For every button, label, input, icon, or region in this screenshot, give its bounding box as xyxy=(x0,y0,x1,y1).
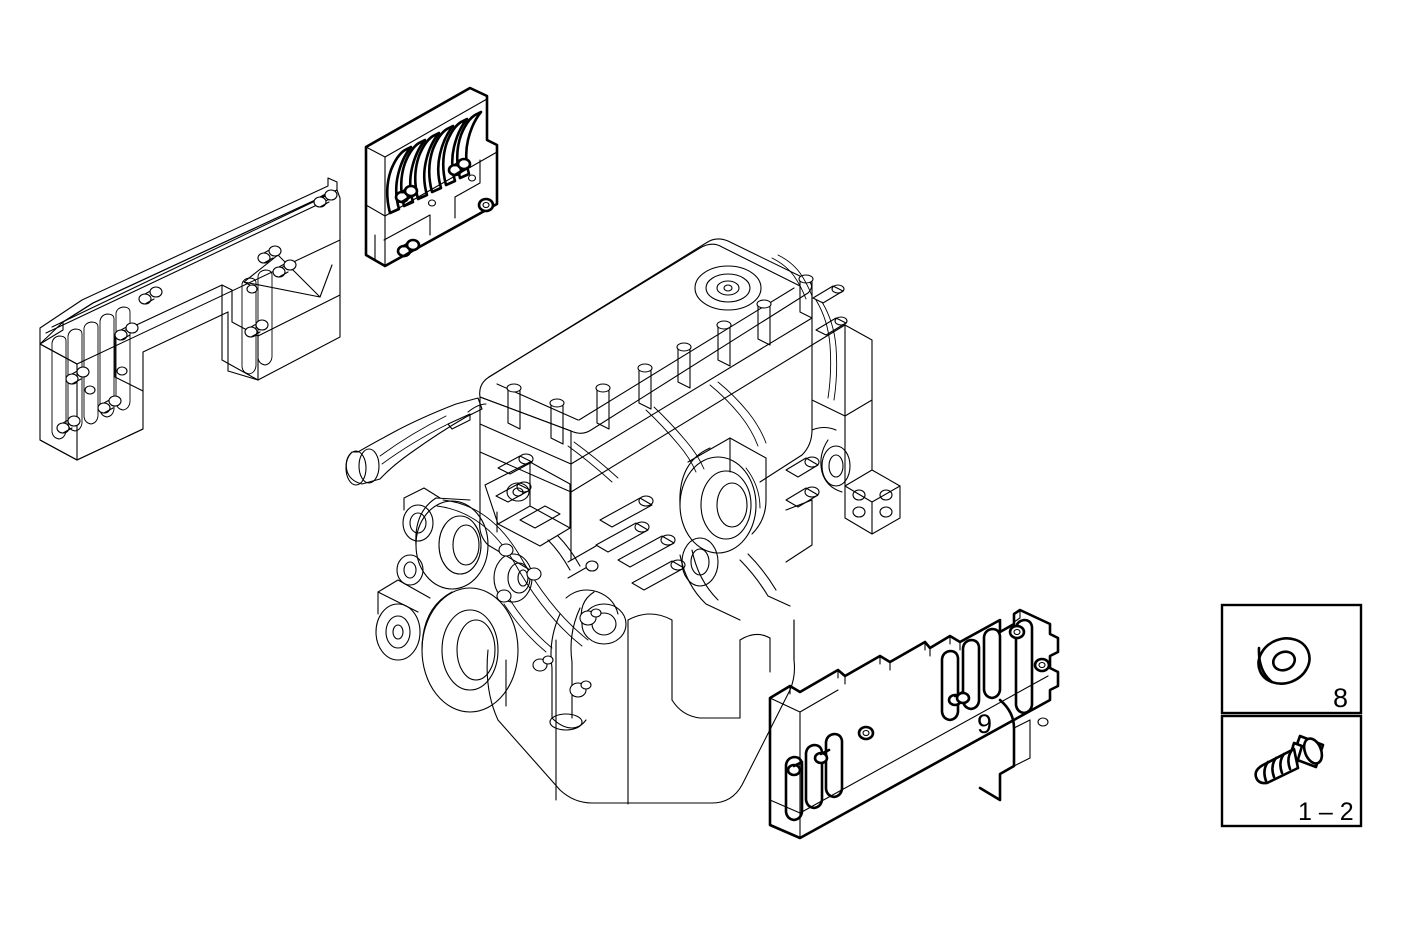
hardware-legend-box: 8 1 – 2 xyxy=(1220,603,1363,828)
turbocharger xyxy=(679,437,767,554)
mounting-stud xyxy=(477,197,495,213)
crankshaft-pulley xyxy=(421,587,519,713)
callout-label-9: 9 xyxy=(977,709,992,739)
injector xyxy=(798,274,814,319)
mounting-stud xyxy=(257,245,282,264)
water-pump-pulley xyxy=(415,497,489,590)
mounting-stud xyxy=(313,189,338,208)
block-bolt xyxy=(496,589,512,603)
mounting-stud xyxy=(396,238,421,258)
block-bolt xyxy=(532,655,554,672)
mounting-stud xyxy=(84,385,96,395)
mounting-stud xyxy=(244,319,269,338)
injector xyxy=(676,342,692,389)
engine-assembly xyxy=(345,238,901,805)
mounting-stud xyxy=(394,184,419,204)
oil-feed-pipes xyxy=(567,495,686,591)
mounting-stud xyxy=(97,395,122,414)
bracket-stud xyxy=(1008,624,1026,640)
block-bolt xyxy=(585,560,599,572)
injector xyxy=(637,363,653,410)
intake-pipe xyxy=(345,397,487,486)
injector xyxy=(506,383,522,430)
injector xyxy=(716,320,732,367)
injector xyxy=(549,398,565,445)
mounting-stud xyxy=(447,157,472,177)
tensioner-pulley xyxy=(375,579,431,661)
engine-valve-cover xyxy=(479,238,813,434)
mounting-bracket-9: 9 xyxy=(768,608,1060,840)
injector xyxy=(756,299,772,346)
mounting-stud xyxy=(246,284,258,294)
oil-sump xyxy=(486,613,796,805)
mounting-stud xyxy=(114,322,139,341)
block-bolt xyxy=(526,567,542,581)
drive-belt xyxy=(436,499,589,653)
alternator-pulley xyxy=(493,553,533,603)
legend-label-1-2: 1 – 2 xyxy=(1298,798,1354,826)
bracket-stud xyxy=(813,748,831,765)
bolt-icon xyxy=(1254,734,1325,785)
lower-idler xyxy=(396,554,424,586)
idler-pulley xyxy=(402,487,441,542)
injector xyxy=(595,383,611,430)
heat-shield-upper-panel xyxy=(364,86,499,268)
bracket-stud xyxy=(947,690,971,707)
bracket-stud xyxy=(857,725,875,741)
mounting-stud xyxy=(56,415,81,434)
washer-icon xyxy=(1257,637,1311,685)
mounting-stud xyxy=(138,286,163,305)
mounting-stud xyxy=(272,259,297,278)
mounting-stud xyxy=(116,366,128,376)
block-bolt xyxy=(569,680,592,698)
cylinder-head xyxy=(479,274,848,493)
bracket-stud xyxy=(786,760,804,777)
exhaust-manifold xyxy=(679,537,791,621)
accessory-bracket xyxy=(484,461,581,571)
block-bolt xyxy=(579,608,602,626)
block-bolt xyxy=(498,543,514,557)
engine-block xyxy=(479,324,901,571)
fuel-lines xyxy=(567,254,838,483)
bracket-stud xyxy=(1033,657,1051,673)
heat-shield-left-panel xyxy=(39,177,341,461)
mounting-stud xyxy=(65,366,90,385)
legend-label-8: 8 xyxy=(1333,683,1348,713)
